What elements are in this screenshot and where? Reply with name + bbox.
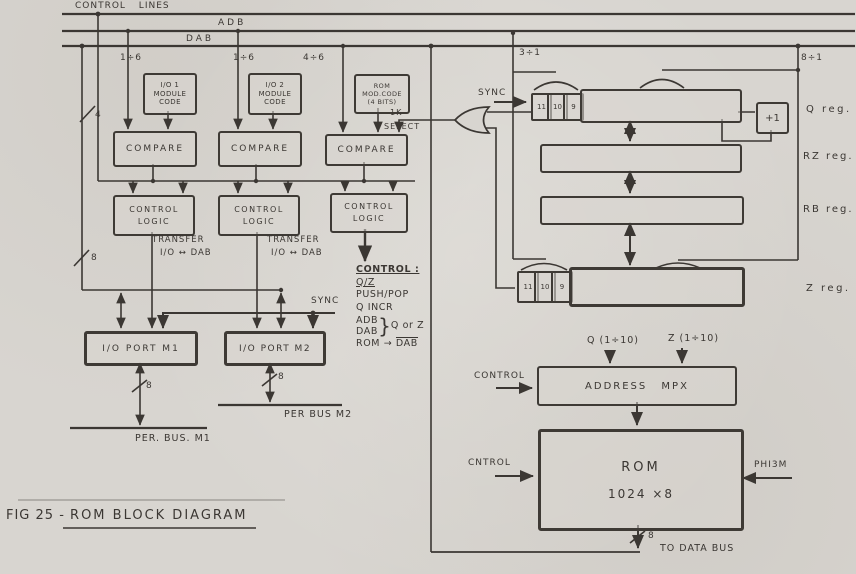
rb-reg-label: RB reg. <box>803 204 854 215</box>
rom-name: ROM <box>621 459 661 475</box>
rom-size: 1024 ×8 <box>607 486 675 501</box>
control-list-item-qz: Q/Z <box>356 276 375 288</box>
caption-title: ROM BLOCK DIAGRAM <box>70 508 248 523</box>
mpx-control-label: CONTROL <box>474 371 525 381</box>
rom-out-width: 8 <box>648 531 655 541</box>
branch-width-1: 1÷6 <box>120 53 142 63</box>
per-bus-m1-label: PER. BUS. M1 <box>135 433 211 444</box>
branch-width-5: 8÷1 <box>801 53 823 63</box>
mpx-z-input-label: Z (1÷10) <box>668 333 720 344</box>
select-1k-label-top: 1K <box>390 108 403 117</box>
io-port-m1-box: I/O PORT M1 <box>84 331 198 366</box>
dab-bus-label: DAB <box>186 34 215 44</box>
q-reg-box <box>580 89 742 123</box>
rom-phi3m-label: PHI3M <box>754 460 788 470</box>
per-bus-m2-label: PER BUS M2 <box>284 409 353 420</box>
rz-reg-box <box>540 144 742 173</box>
z-reg-label: Z reg. <box>806 283 851 294</box>
compare-box-3: COMPARE <box>325 134 408 166</box>
rom-control-label: CNTROL <box>468 458 511 468</box>
branch-width-4: 3÷1 <box>519 48 541 58</box>
control-list-item-qincr: Q INCR <box>356 301 394 313</box>
junction-dots <box>79 11 801 316</box>
caption-lines <box>18 499 285 529</box>
address-mpx-box: ADDRESS MPX <box>537 366 737 406</box>
branch-width-3: 4÷6 <box>303 53 325 63</box>
adb-bus-label: ADB <box>218 18 247 28</box>
rom-box: ROM 1024 ×8 <box>538 429 744 531</box>
rz-reg-label: RZ reg. <box>803 151 854 162</box>
branch-width-2: 1÷6 <box>233 53 255 63</box>
bus-width-8: 8 <box>91 253 98 263</box>
compare-box-1: COMPARE <box>113 131 197 167</box>
mpx-q-input-label: Q (1÷10) <box>587 335 640 346</box>
control-list-title: CONTROL : <box>356 264 420 275</box>
sync-label-left: SYNC <box>311 296 340 306</box>
control-list-item-pushpop: PUSH/POP <box>356 289 409 300</box>
bus-lines <box>62 12 855 430</box>
or-gate-icon <box>453 106 491 134</box>
control-list-item-adb-dab: ADB DAB } Q or Z <box>356 314 425 338</box>
compare-box-2: COMPARE <box>218 131 302 167</box>
figure-caption: FIG 25 - ROM BLOCK DIAGRAM <box>6 508 248 523</box>
brace-glyph: } <box>378 314 391 338</box>
per-bus-m2-width: 8 <box>278 372 285 382</box>
control-lines-label: CONTROL LINES <box>75 1 170 11</box>
select-1k-label-bottom: SELECT <box>384 122 421 131</box>
per-bus-m1-width: 8 <box>146 381 153 391</box>
control-signal-list: CONTROL : Q/Z PUSH/POP Q INCR ADB DAB } … <box>356 264 424 351</box>
q-reg-label: Q reg. <box>806 104 852 115</box>
z-reg-box <box>569 267 745 307</box>
caption-prefix: FIG 25 - <box>6 508 65 523</box>
to-data-bus-label: TO DATA BUS <box>660 543 735 554</box>
control-list-item-romdab: ROM → DAB <box>356 337 418 349</box>
plus-one-box: +1 <box>756 102 789 134</box>
bus-width-4: 4 <box>95 110 102 120</box>
rb-reg-box <box>540 196 744 225</box>
sync-label-right: SYNC <box>478 88 507 98</box>
io-port-m2-box: I/O PORT M2 <box>224 331 326 366</box>
